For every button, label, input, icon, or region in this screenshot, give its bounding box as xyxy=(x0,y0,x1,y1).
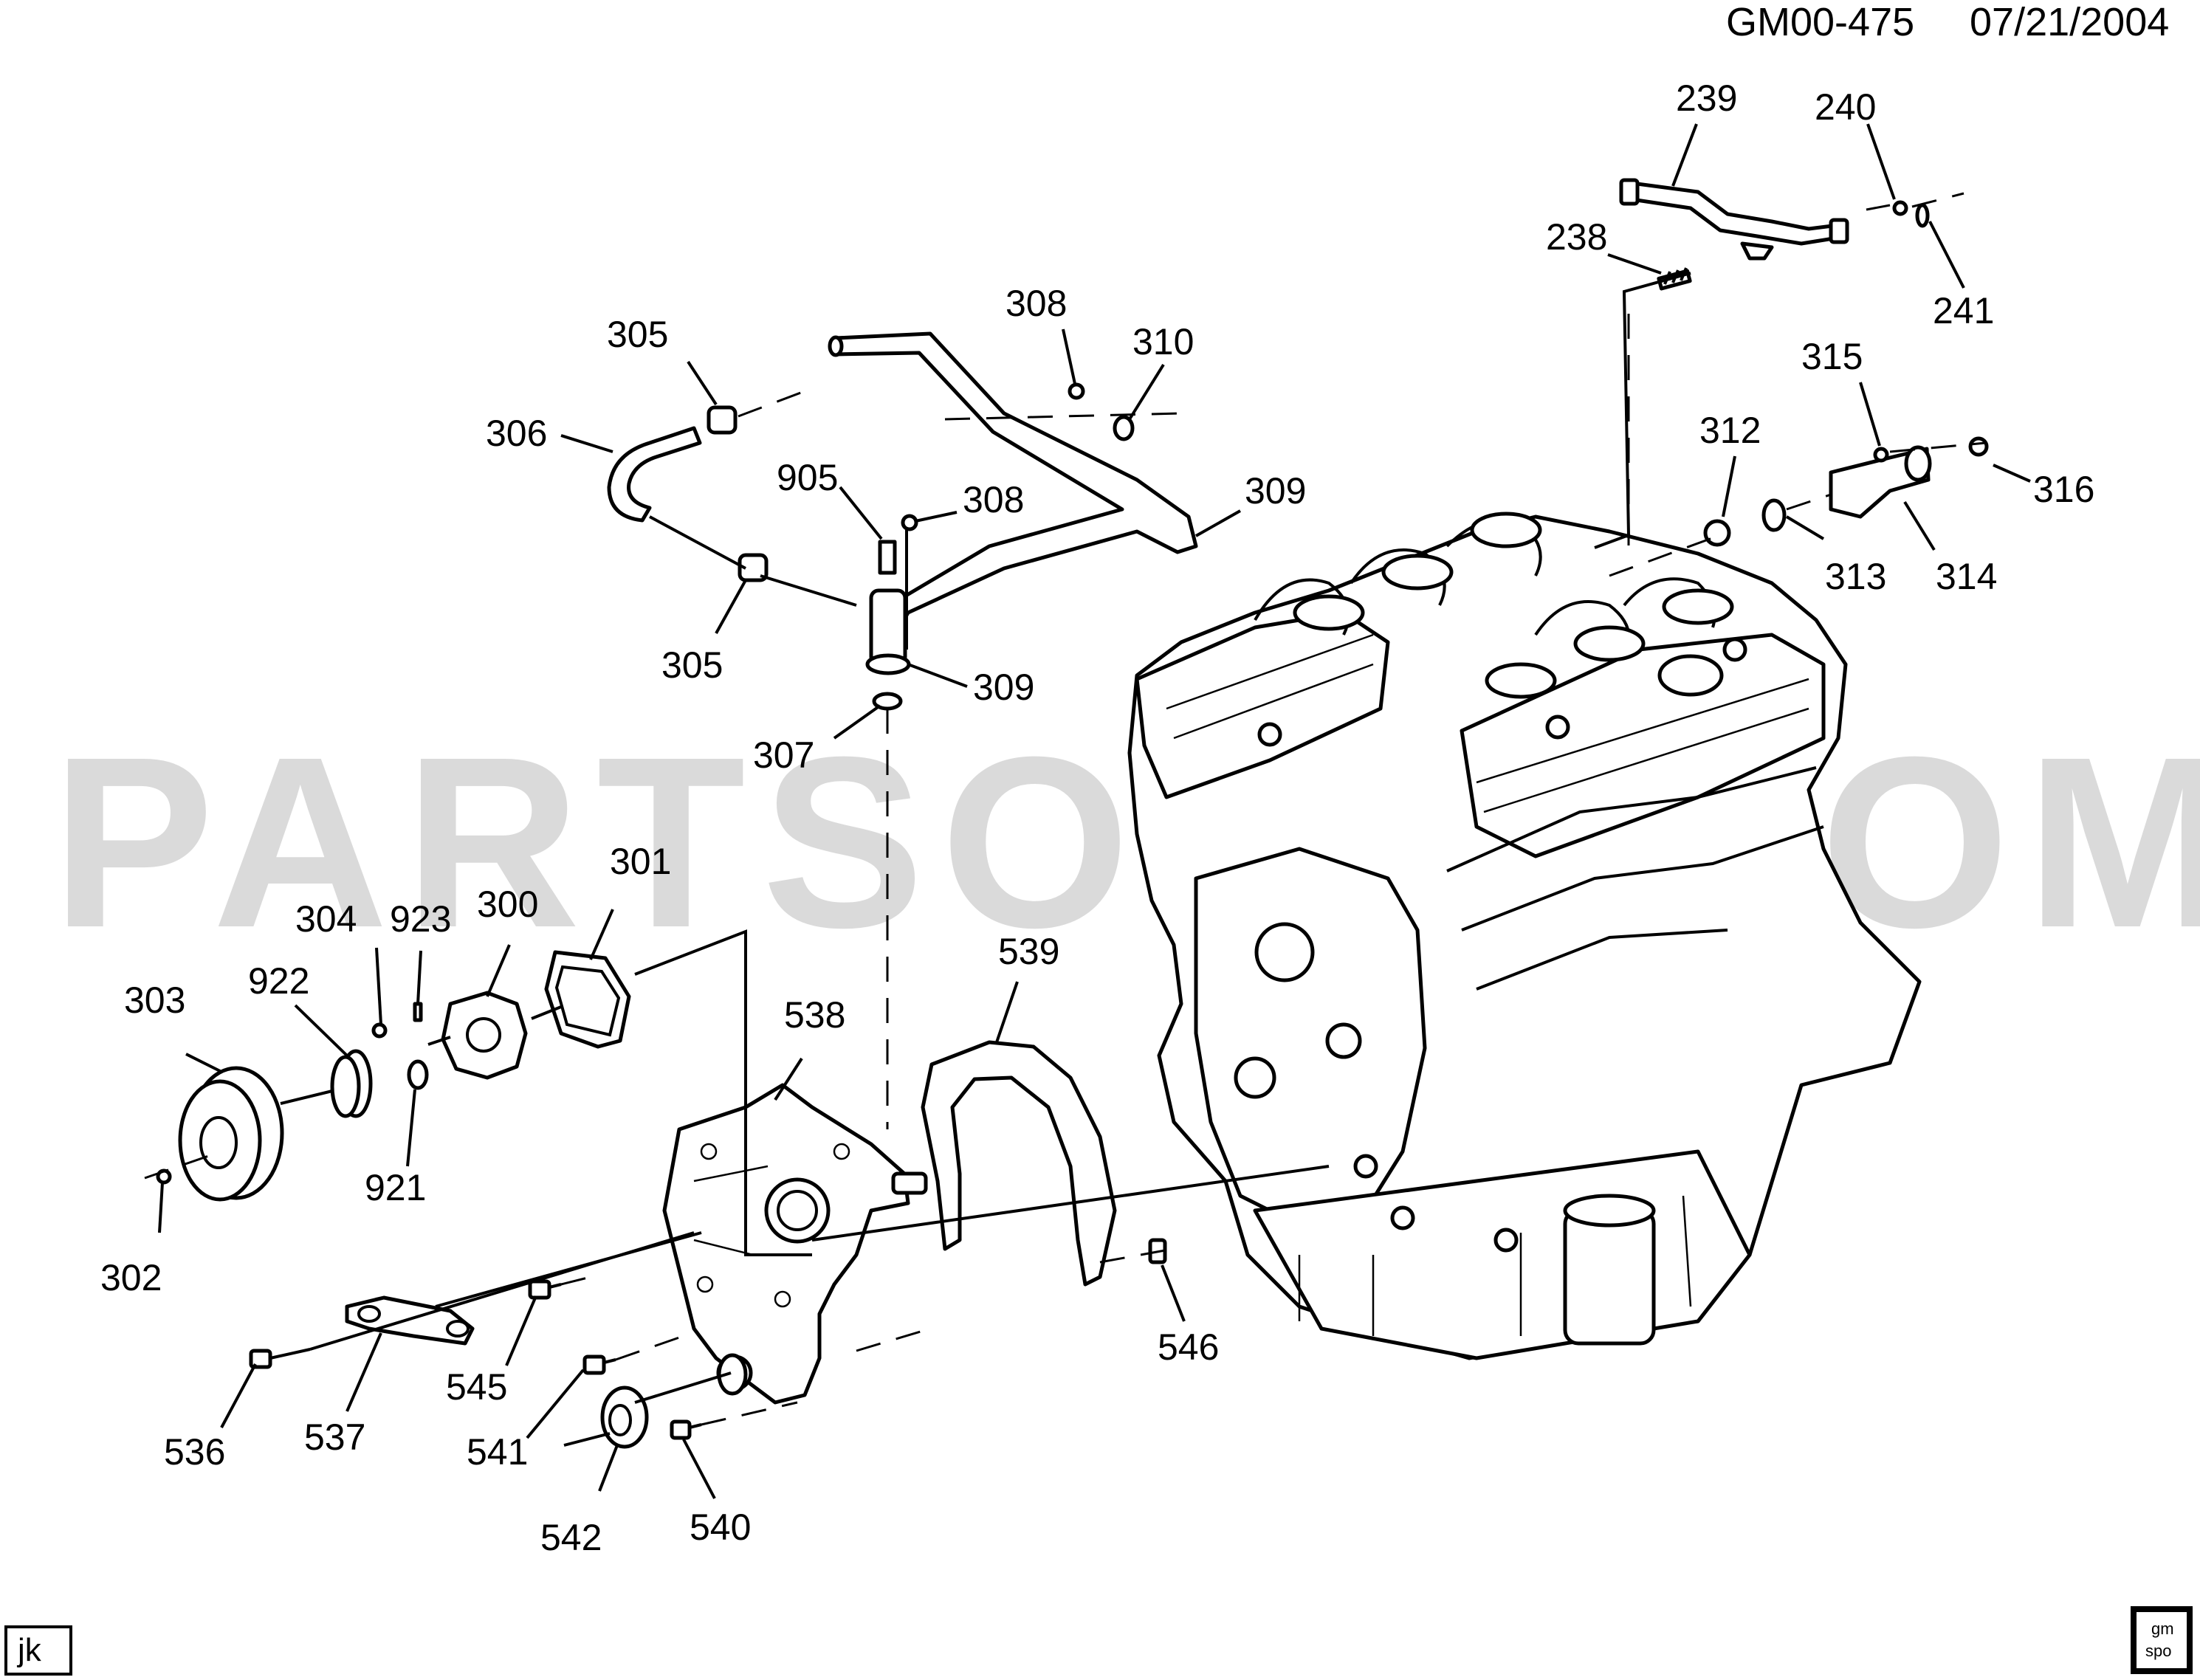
bolt-315 xyxy=(1873,447,1889,463)
callout-313: 313 xyxy=(1825,556,1886,597)
watermark: PARTSOUQ.COM xyxy=(52,706,2200,978)
bolt-316 xyxy=(1968,436,1989,457)
callout-538: 538 xyxy=(784,994,845,1036)
stud-905 xyxy=(878,540,897,575)
bolt-541 xyxy=(582,1354,616,1375)
callout-240: 240 xyxy=(1815,86,1876,128)
callout-239: 239 xyxy=(1676,78,1737,119)
pulley-303 xyxy=(178,1066,284,1202)
outlet-314 xyxy=(1829,447,1931,519)
assembly-lines xyxy=(144,192,1987,1447)
callout-308-lower: 308 xyxy=(963,479,1024,520)
bolt-540 xyxy=(670,1419,702,1440)
corner-tag: jk xyxy=(16,1632,42,1668)
callout-542: 542 xyxy=(540,1517,602,1558)
callout-309-lower: 309 xyxy=(973,667,1034,708)
pin-923 xyxy=(413,1002,423,1022)
callout-314: 314 xyxy=(1936,556,1997,597)
gm-spo-logo: gm spo xyxy=(2131,1606,2193,1674)
seal-313 xyxy=(1761,498,1787,532)
clamp-305-lower xyxy=(738,553,769,582)
callout-316: 316 xyxy=(2033,469,2094,510)
callout-921: 921 xyxy=(365,1167,426,1208)
hub-922 xyxy=(330,1049,373,1118)
callout-306: 306 xyxy=(486,413,547,454)
callout-922: 922 xyxy=(248,960,309,1002)
diagram-date: 07/21/2004 xyxy=(1970,0,2169,44)
callout-303: 303 xyxy=(124,980,185,1021)
engine-assembly xyxy=(1127,512,1922,1360)
callout-541: 541 xyxy=(467,1431,528,1473)
bolt-308-upper xyxy=(1068,382,1085,400)
callout-309-upper: 309 xyxy=(1245,470,1306,512)
bolt-536 xyxy=(249,1348,311,1369)
callout-305-lower: 305 xyxy=(661,644,723,686)
coolant-pipe-239 xyxy=(1629,181,1840,246)
callout-302: 302 xyxy=(100,1257,162,1298)
hose-306 xyxy=(607,426,702,523)
callout-310: 310 xyxy=(1132,321,1194,362)
callout-312: 312 xyxy=(1699,410,1761,451)
callout-540: 540 xyxy=(690,1507,751,1548)
bolt-308-lower xyxy=(901,514,918,531)
corner-tag-box xyxy=(4,1625,72,1676)
callout-238: 238 xyxy=(1546,216,1607,258)
callout-539: 539 xyxy=(998,931,1059,972)
gasket-539 xyxy=(921,1040,1117,1287)
seal-241 xyxy=(1915,203,1930,228)
callout-536: 536 xyxy=(164,1431,225,1473)
bolt-545 xyxy=(528,1279,562,1300)
callout-546: 546 xyxy=(1158,1326,1219,1368)
water-pump-300 xyxy=(441,991,528,1080)
fitting-309-lower xyxy=(869,588,907,667)
plug-312 xyxy=(1703,519,1731,547)
callout-241: 241 xyxy=(1933,290,1994,331)
callout-537: 537 xyxy=(304,1416,365,1458)
svg-text:spo: spo xyxy=(2145,1642,2171,1660)
nut-310 xyxy=(1113,415,1135,441)
callout-305-upper: 305 xyxy=(607,314,668,355)
callout-300: 300 xyxy=(477,884,538,925)
leader-lines xyxy=(158,123,2031,1499)
callout-304: 304 xyxy=(295,898,357,940)
bolt-240 xyxy=(1892,200,1908,216)
callout-307: 307 xyxy=(753,734,814,776)
callout-301: 301 xyxy=(610,841,671,882)
diagram-code: GM00-475 xyxy=(1726,0,1914,44)
seal-542 xyxy=(600,1385,649,1449)
callout-308-upper: 308 xyxy=(1006,283,1067,324)
callout-905: 905 xyxy=(777,457,838,498)
callout-923: 923 xyxy=(390,898,451,940)
front-cover-538 xyxy=(662,1083,910,1405)
clamp-305-upper xyxy=(707,405,738,435)
callout-545: 545 xyxy=(446,1366,507,1408)
bolt-304 xyxy=(371,1022,388,1039)
seal-921 xyxy=(407,1059,429,1090)
callout-315: 315 xyxy=(1801,336,1863,377)
svg-text:gm: gm xyxy=(2151,1619,2174,1638)
